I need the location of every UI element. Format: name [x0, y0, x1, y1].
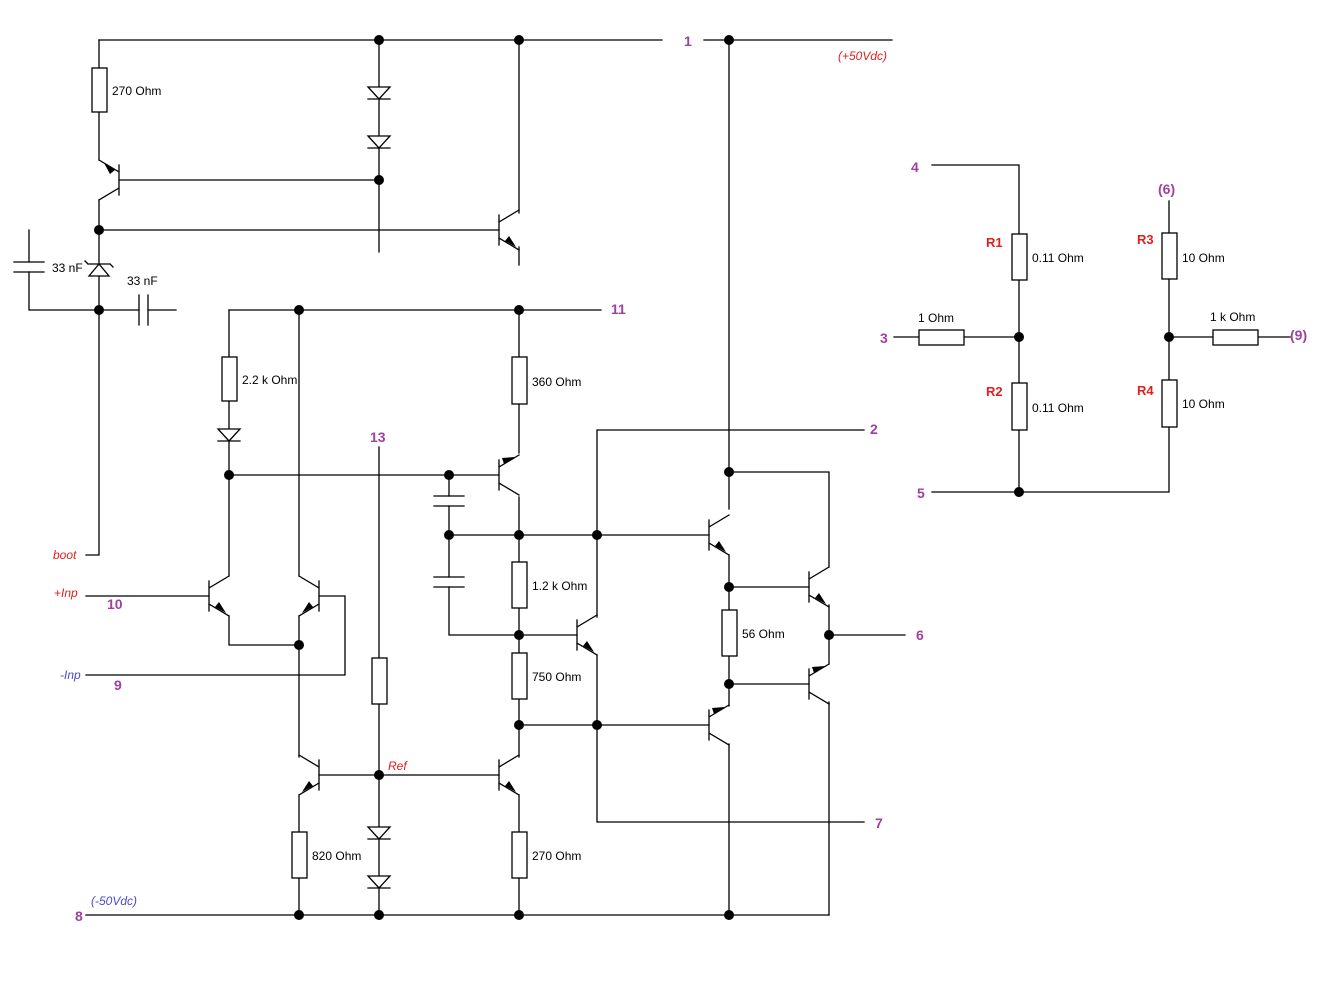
transistor-current-source-right	[498, 754, 520, 796]
value-56: 56 Ohm	[742, 627, 785, 641]
transistor-current-source-left	[298, 754, 320, 796]
pin-2-label: 2	[870, 421, 878, 437]
value-2k2: 2.2 k Ohm	[242, 373, 297, 387]
positive-rail-label: (+50Vdc)	[838, 49, 887, 63]
resistor-820	[291, 831, 308, 879]
transistor-driver-upper	[708, 514, 730, 556]
resistor-r2	[1011, 382, 1028, 431]
pin-9-label: 9	[114, 677, 122, 693]
value-820: 820 Ohm	[312, 849, 361, 863]
resistor-r3	[1161, 232, 1178, 280]
capacitor-33nf-right	[138, 294, 149, 326]
inp-plus-label: +Inp	[54, 586, 78, 600]
zener-diode	[84, 260, 114, 277]
value-r4: 10 Ohm	[1182, 397, 1225, 411]
name-r3: R3	[1137, 232, 1154, 247]
junction-dots	[94, 35, 1174, 920]
pin-labels: 1 11 13 2 6 7 8 10 9 4 3 5 (6) (9)	[75, 33, 1307, 924]
value-1k2: 1.2 k Ohm	[532, 579, 587, 593]
value-r1: 0.11 Ohm	[1032, 251, 1084, 265]
resistors	[91, 67, 1259, 879]
resistor-r1	[1011, 233, 1028, 281]
capacitor-upper	[433, 495, 465, 507]
ref-label: Ref	[388, 759, 408, 773]
wires	[28, 39, 1291, 916]
diode-ref-1	[366, 826, 392, 840]
pin-9-paren-label: (9)	[1290, 327, 1307, 343]
transistor-pnp-driver	[498, 454, 520, 496]
transistors	[98, 159, 830, 796]
pin-13-label: 13	[370, 429, 386, 445]
pin-5-label: 5	[917, 485, 925, 501]
value-33nf-right: 33 nF	[127, 274, 158, 288]
pin-6-label: 6	[916, 627, 924, 643]
pin-11-label: 11	[611, 301, 626, 317]
value-360: 360 Ohm	[532, 375, 581, 389]
diode-ref-2	[366, 875, 392, 889]
pin-4-label: 4	[911, 159, 919, 175]
negative-rail-label: (-50Vdc)	[91, 894, 137, 908]
resistor-270-bottom	[511, 831, 528, 879]
pin-3-label: 3	[880, 330, 888, 346]
value-1k: 1 k Ohm	[1210, 310, 1255, 324]
diode-2k2	[216, 428, 242, 442]
pin-7-label: 7	[875, 815, 883, 831]
value-270-top: 270 Ohm	[112, 84, 161, 98]
diodes	[84, 86, 392, 889]
value-33nf-left: 33 nF	[52, 261, 83, 275]
transistor-vbe-multiplier	[576, 614, 598, 656]
capacitors	[13, 261, 465, 588]
name-r4: R4	[1137, 383, 1154, 398]
transistor-diff-left	[208, 575, 230, 617]
resistor-360	[511, 356, 528, 405]
pin-6-paren-label: (6)	[1158, 181, 1175, 197]
pin-10-label: 10	[107, 596, 123, 612]
component-values: 270 Ohm 33 nF 33 nF 2.2 k Ohm 360 Ohm 1.…	[52, 84, 1255, 863]
transistor-output-upper	[808, 566, 830, 608]
name-r1: R1	[986, 235, 1003, 250]
pin-8-label: 8	[75, 908, 83, 924]
pin-1-label: 1	[684, 33, 692, 49]
transistor-pnp-top-left	[98, 159, 120, 201]
resistor-750	[511, 652, 528, 700]
transistor-driver-lower	[708, 704, 730, 746]
value-750: 750 Ohm	[532, 670, 581, 684]
signal-labels: (+50Vdc) (-50Vdc) boot +Inp -Inp Ref	[53, 49, 887, 908]
resistor-ref	[371, 657, 388, 705]
capacitor-lower	[433, 576, 465, 588]
resistor-2k2	[221, 356, 238, 402]
value-1-ohm: 1 Ohm	[918, 311, 954, 325]
value-r3: 10 Ohm	[1182, 251, 1225, 265]
resistor-1k	[1212, 329, 1259, 346]
value-r2: 0.11 Ohm	[1032, 401, 1084, 415]
transistor-diff-right	[298, 575, 320, 617]
resistor-names: R1 R2 R3 R4	[986, 232, 1154, 399]
resistor-1-ohm	[918, 329, 965, 346]
inp-minus-label: -Inp	[60, 668, 81, 682]
transistor-output-lower	[808, 663, 830, 705]
name-r2: R2	[986, 384, 1003, 399]
boot-label: boot	[53, 548, 77, 562]
diode-top-2	[366, 135, 392, 149]
resistor-r4	[1161, 379, 1178, 428]
resistor-270-top	[91, 67, 108, 113]
value-270-bottom: 270 Ohm	[532, 849, 581, 863]
transistor-npn-top-middle	[498, 209, 520, 251]
capacitor-33nf-left	[13, 261, 45, 273]
resistor-56	[721, 609, 738, 657]
diode-top-1	[366, 86, 392, 100]
resistor-1k2	[511, 561, 528, 609]
